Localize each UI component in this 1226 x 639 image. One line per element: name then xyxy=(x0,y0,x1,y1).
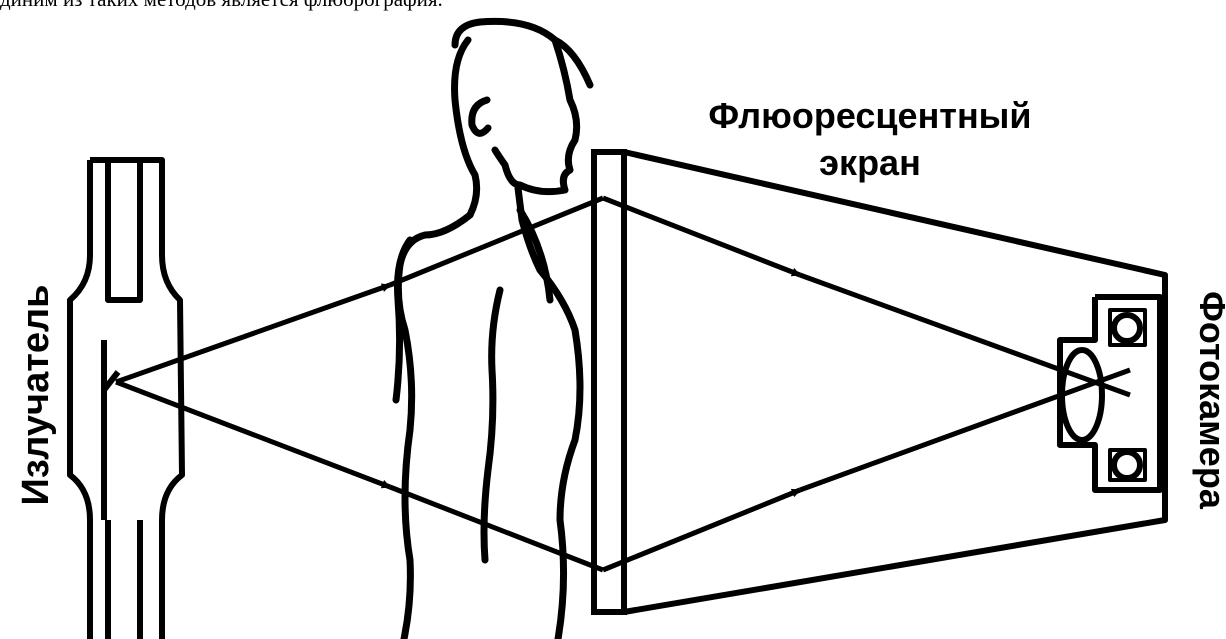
label-screen-line2: экран xyxy=(819,142,921,183)
patient-silhouette xyxy=(396,21,590,639)
label-screen-line1: Флюоресцентный xyxy=(708,95,1031,136)
camera-housing xyxy=(624,152,1165,612)
fluorescent-screen xyxy=(594,152,624,612)
label-emitter: Излучатель xyxy=(15,285,57,506)
label-camera: Фотокамера xyxy=(1192,291,1226,510)
